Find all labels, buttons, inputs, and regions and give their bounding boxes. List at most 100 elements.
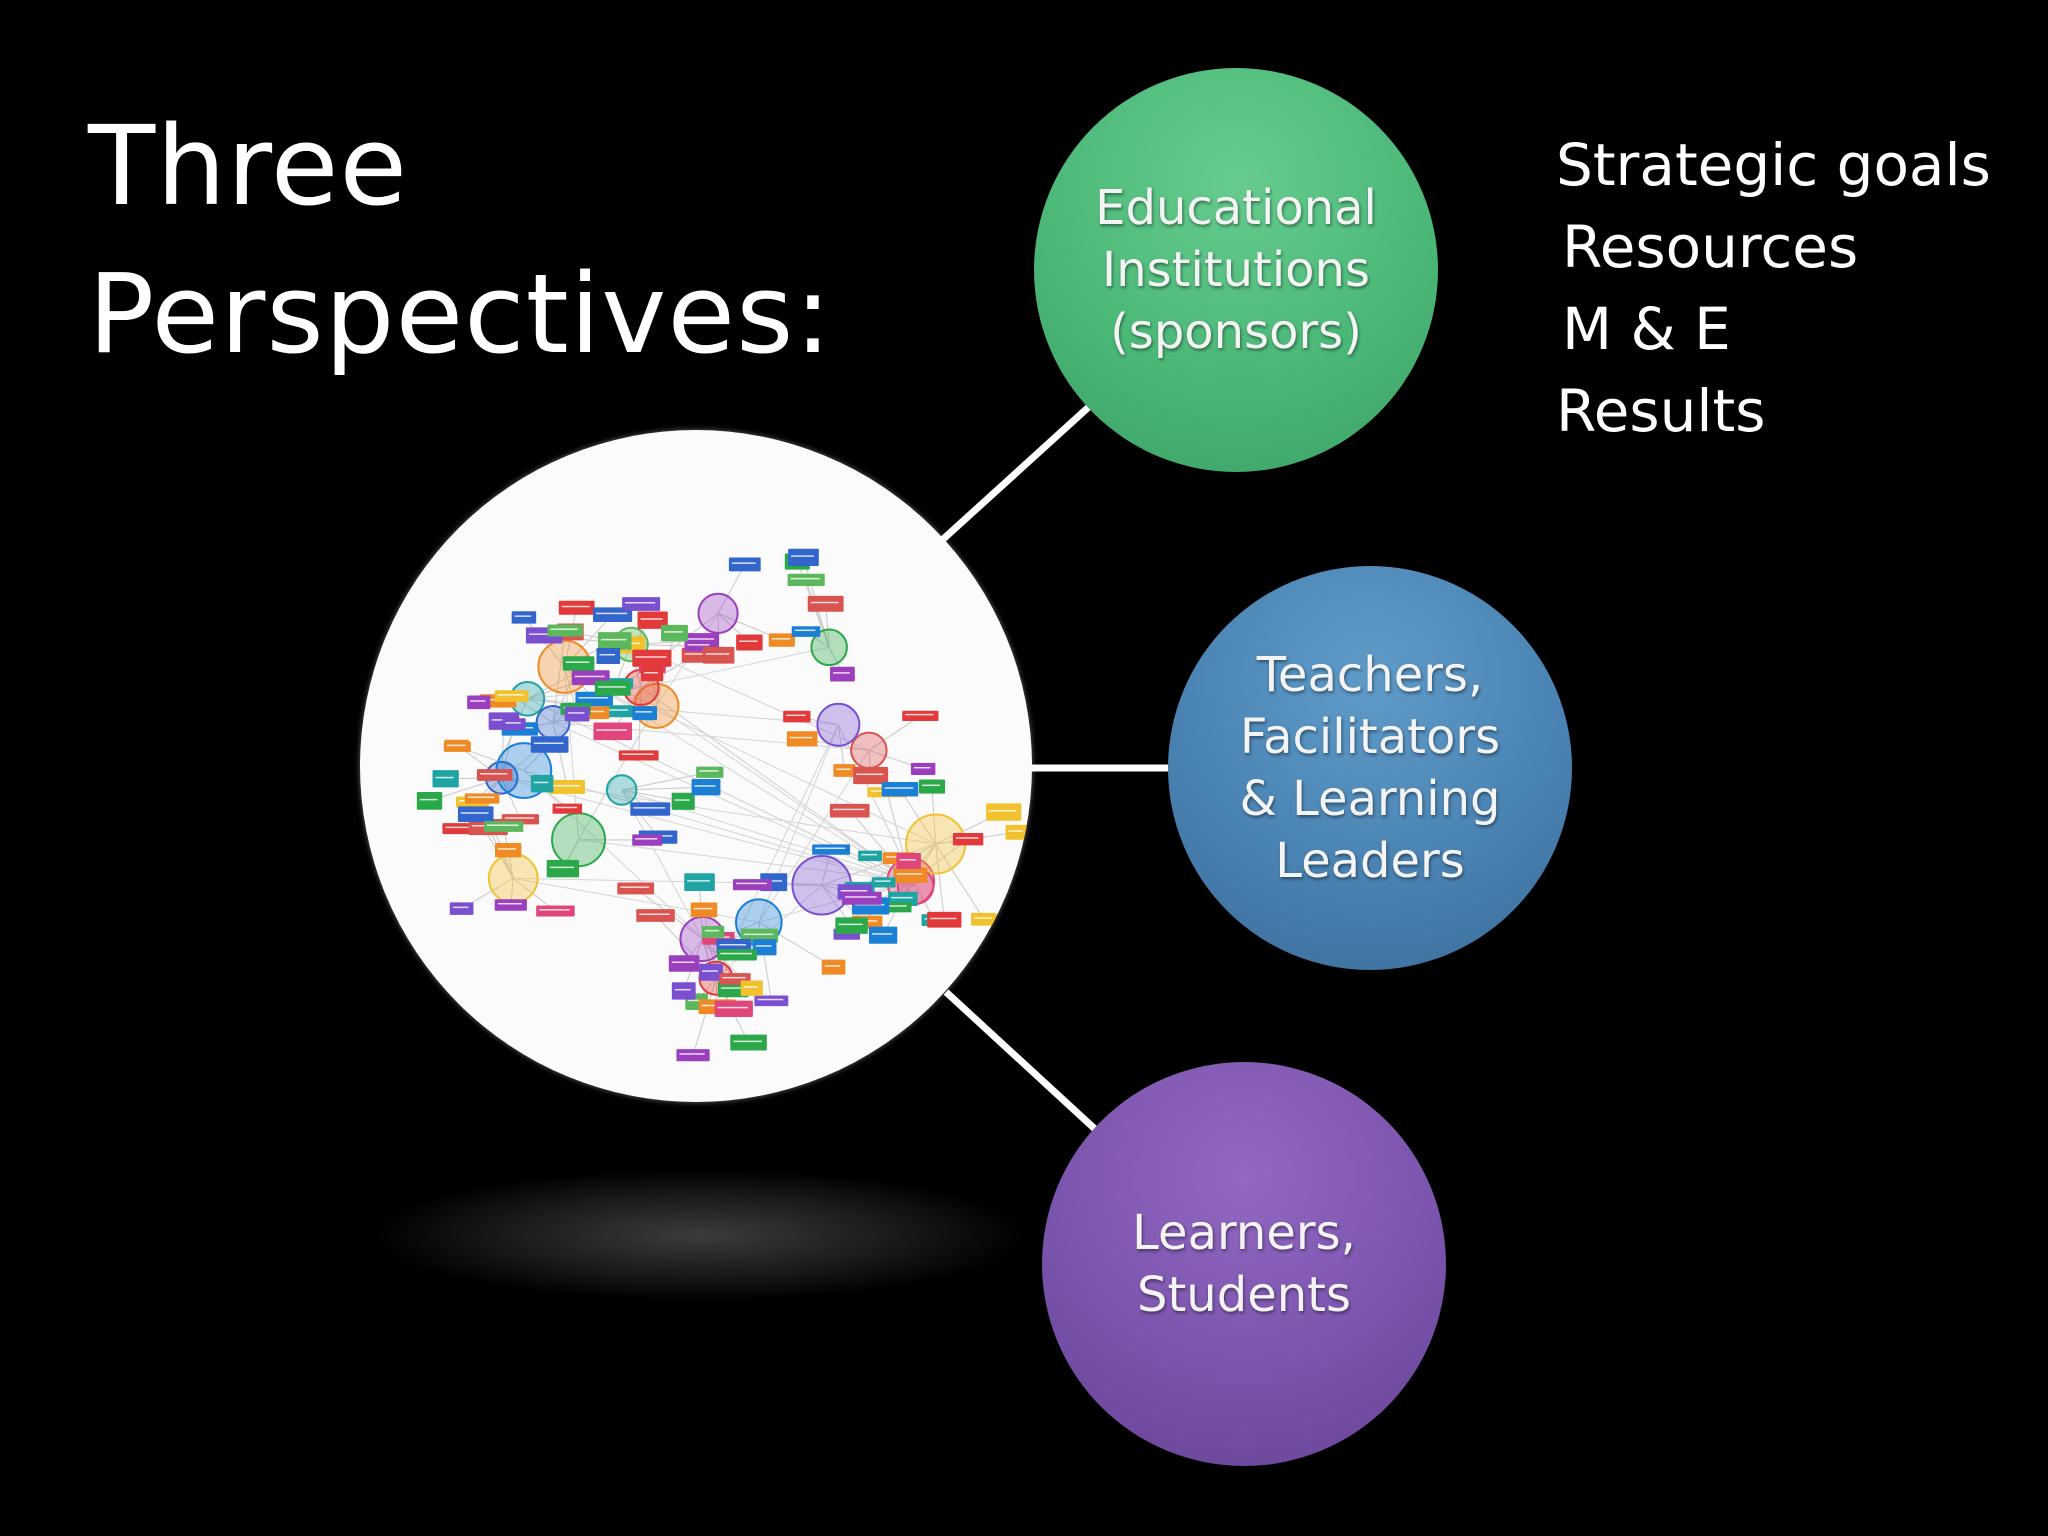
network-node (464, 793, 500, 804)
network-node (812, 844, 851, 855)
network-node (788, 548, 819, 566)
network-node (768, 633, 795, 647)
network-edge (527, 655, 609, 700)
slide-title: Three Perspectives: (88, 92, 848, 388)
network-node (736, 634, 763, 651)
network-node (833, 764, 856, 777)
network-node (457, 806, 494, 823)
perspective-teachers-facilitators: Teachers, Facilitators & Learning Leader… (1168, 566, 1572, 970)
network-node (714, 1000, 753, 1018)
network-node (597, 632, 632, 650)
network-node (618, 750, 659, 761)
network-node (902, 710, 939, 721)
network-node (807, 595, 844, 612)
network-node (562, 656, 595, 671)
network-node (842, 891, 882, 905)
network-edge (935, 843, 985, 920)
network-node (617, 882, 655, 895)
network-node (432, 770, 459, 788)
title-line-1: Three (88, 102, 409, 230)
network-node (637, 611, 668, 629)
network-node (835, 917, 868, 934)
network-node (696, 766, 724, 778)
goal-item-resources: Resources (1562, 213, 1859, 281)
network-node (871, 877, 896, 888)
network-node (547, 624, 583, 637)
network-node (530, 736, 569, 753)
network-node (702, 646, 735, 664)
network-hub (697, 592, 739, 634)
network-node (918, 779, 946, 794)
network-node (593, 722, 633, 741)
network-node (893, 867, 928, 884)
network-edge (935, 843, 945, 920)
network-node (622, 597, 661, 611)
network-edge (717, 564, 746, 614)
network-node (910, 762, 936, 775)
network-node (868, 926, 898, 944)
network-node (641, 666, 664, 682)
network-node (728, 557, 761, 572)
goal-item-strategic-goals: Strategic goals (1556, 131, 1991, 199)
network-node (733, 879, 772, 891)
network-node (564, 706, 590, 722)
network-node (549, 779, 585, 794)
network-edge (513, 877, 759, 923)
connector-to-learners (943, 989, 1099, 1133)
network-edge (640, 646, 830, 688)
network-node (881, 782, 919, 797)
network-node (786, 731, 818, 747)
network-node (502, 718, 526, 731)
network-edge (868, 715, 921, 751)
network-node (821, 959, 846, 975)
perspective-label-teachers: Teachers, Facilitators & Learning Leader… (1239, 647, 1501, 889)
network-node (752, 939, 777, 956)
network-node (494, 899, 527, 911)
network-hub (487, 853, 539, 904)
perspective-label-institutions: Educational Institutions (sponsors) (1095, 180, 1377, 360)
network-node (1005, 824, 1029, 840)
network-edge (523, 770, 916, 887)
network-node (730, 1034, 767, 1051)
network-edge (552, 722, 568, 788)
goals-list: Strategic goals Resources M & E Results (1556, 124, 2036, 452)
network-edge (564, 666, 911, 882)
network-node (661, 624, 688, 642)
network-node (476, 769, 513, 781)
connector-to-institutions (937, 401, 1095, 545)
network-node (604, 705, 634, 718)
network-node (443, 741, 471, 752)
network-edge (758, 750, 870, 923)
network-node (530, 774, 554, 793)
network-node (829, 803, 870, 818)
network-graph-image (360, 430, 1032, 1102)
network-node (484, 821, 524, 832)
network-node (671, 792, 695, 810)
network-node (691, 779, 721, 796)
network-edge (821, 843, 936, 886)
network-node (511, 611, 537, 624)
perspective-educational-institutions: Educational Institutions (sponsors) (1034, 68, 1438, 472)
network-node (632, 706, 658, 721)
network-hub (810, 628, 848, 667)
network-node (858, 850, 883, 862)
network-edge (578, 839, 911, 882)
network-node (787, 573, 825, 587)
network-node (690, 902, 718, 918)
network-node (676, 1049, 710, 1062)
network-edge (552, 630, 566, 723)
perspective-label-learners: Learners, Students (1132, 1205, 1356, 1323)
network-node (927, 911, 962, 928)
goal-item-results: Results (1556, 377, 1766, 445)
network-node (681, 647, 709, 663)
network-node (546, 859, 580, 878)
network-node (952, 833, 984, 846)
network-edge (899, 788, 937, 845)
network-node (632, 649, 672, 667)
network-node (791, 626, 821, 637)
network-node (668, 955, 700, 972)
network-node (449, 902, 474, 915)
network-node (896, 853, 921, 870)
network-node (494, 690, 529, 702)
network-node (883, 902, 912, 913)
